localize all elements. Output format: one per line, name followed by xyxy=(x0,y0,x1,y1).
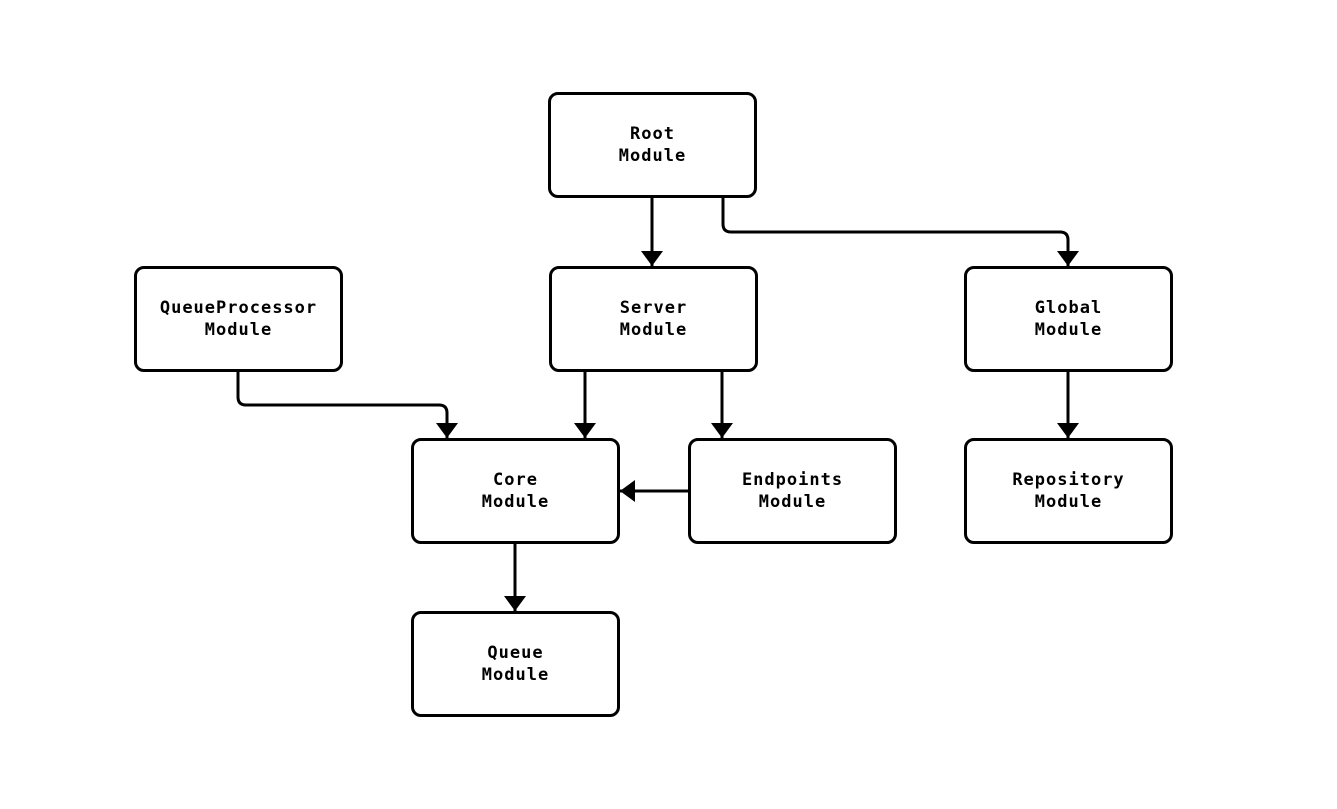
arrowhead-endpoints-to-core xyxy=(620,480,635,502)
arrowhead-core-to-queue xyxy=(504,596,526,611)
arrowhead-queueprocessor-to-core xyxy=(436,423,458,438)
node-endpoints-module: Endpoints Module xyxy=(688,438,897,544)
node-repository-module-label: Repository Module xyxy=(1012,470,1125,512)
node-server-module-label: Server Module xyxy=(619,298,688,340)
node-global-module-label: Global Module xyxy=(1034,298,1103,340)
arrowhead-server-to-core xyxy=(574,423,596,438)
node-global-module: Global Module xyxy=(964,266,1173,372)
node-root-module-label: Root Module xyxy=(618,124,687,166)
node-core-module-label: Core Module xyxy=(481,470,550,512)
node-endpoints-module-label: Endpoints Module xyxy=(741,470,844,512)
arrowhead-global-to-repository xyxy=(1057,423,1079,438)
node-repository-module: Repository Module xyxy=(964,438,1173,544)
node-server-module: Server Module xyxy=(549,266,758,372)
node-queue-module-label: Queue Module xyxy=(481,643,550,685)
node-root-module: Root Module xyxy=(548,92,757,198)
edge-queueprocessor-to-core xyxy=(236,372,449,438)
arrowhead-root-to-global xyxy=(1057,251,1079,266)
edge-root-to-global xyxy=(721,198,1070,266)
node-queueprocessor-module: QueueProcessor Module xyxy=(134,266,343,372)
node-queue-module: Queue Module xyxy=(411,611,620,717)
node-core-module: Core Module xyxy=(411,438,620,544)
arrowhead-root-to-server xyxy=(641,251,663,266)
arrowhead-server-to-endpoints xyxy=(711,423,733,438)
node-queueprocessor-module-label: QueueProcessor Module xyxy=(159,298,318,340)
